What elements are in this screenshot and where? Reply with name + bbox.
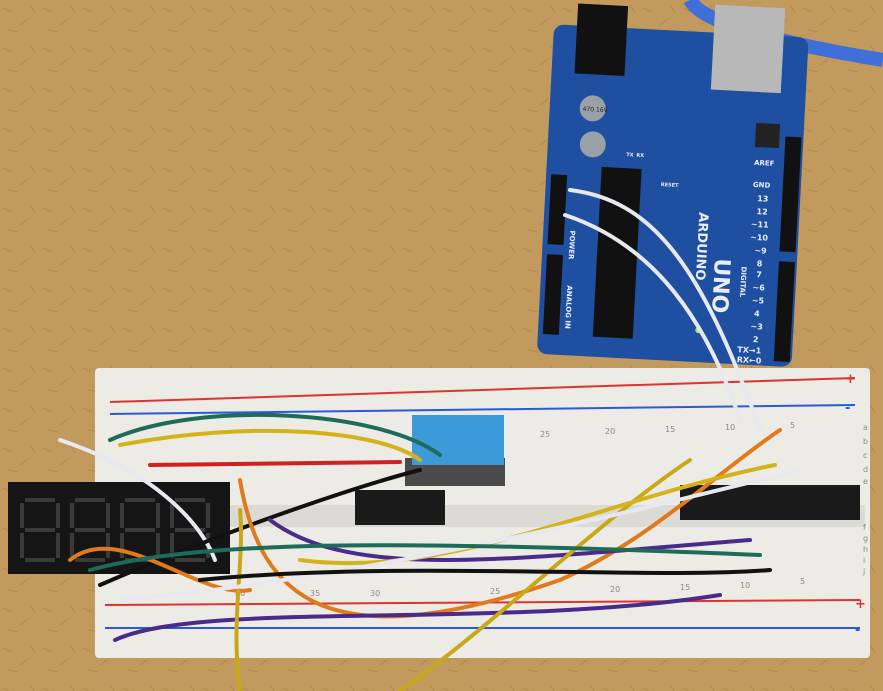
capacitor-label: 470 16V — [582, 106, 608, 114]
svg-text:8: 8 — [757, 259, 763, 268]
svg-text:35: 35 — [310, 589, 320, 598]
power-jack — [574, 3, 629, 76]
power-header — [547, 174, 568, 246]
svg-text:b: b — [863, 437, 868, 446]
pin-labels: 13 12 ~11 ~10 ~9 8 7 ~6 ~5 4 ~3 2 TX→1 R… — [737, 194, 770, 365]
brand-label: ARDUINO — [692, 212, 711, 281]
analog-label: ANALOG IN — [563, 285, 573, 329]
svg-text:~9: ~9 — [754, 246, 767, 256]
svg-text:TX→1: TX→1 — [737, 345, 762, 355]
orange-wire — [238, 428, 782, 619]
chip-small — [355, 490, 445, 525]
yellow-wire — [234, 508, 244, 691]
svg-text:~5: ~5 — [752, 296, 765, 306]
usb-connector — [710, 4, 786, 94]
digital-header-low — [773, 261, 795, 363]
seven-segment-display — [8, 482, 230, 574]
dht-sensor — [412, 415, 504, 465]
svg-text:c: c — [863, 451, 867, 460]
top-positive-rail-line — [109, 377, 856, 403]
arduino-uno-board: 470 16V POWER ANALOG IN ARDUINO UNO DIGI… — [537, 3, 809, 367]
svg-text:5: 5 — [790, 421, 795, 430]
orange-wire — [68, 546, 252, 593]
power-label: POWER — [567, 230, 577, 260]
svg-text:~10: ~10 — [750, 233, 769, 243]
svg-text:13: 13 — [757, 194, 769, 204]
svg-text:~3: ~3 — [750, 322, 763, 332]
svg-text:~6: ~6 — [752, 283, 765, 293]
svg-text:25: 25 — [540, 430, 550, 439]
ic-chip — [680, 485, 860, 520]
capacitor — [579, 95, 606, 122]
svg-text:15: 15 — [680, 583, 690, 592]
top-negative-rail-line — [109, 404, 856, 415]
svg-text:RX←0: RX←0 — [737, 355, 762, 365]
green-wire — [108, 412, 442, 457]
svg-text:20: 20 — [610, 585, 620, 594]
model-label: UNO — [706, 258, 734, 314]
yellow-wire — [118, 428, 422, 462]
black-wire — [98, 468, 422, 587]
plus-label: + — [855, 597, 866, 612]
svg-text:30: 30 — [370, 589, 380, 598]
tx-label: TX — [626, 152, 634, 158]
digital-label: DIGITAL — [738, 266, 748, 298]
rx-label: RX — [636, 153, 644, 159]
jumper-wires — [58, 188, 802, 691]
svg-text:7: 7 — [756, 270, 762, 279]
capacitor — [579, 131, 606, 158]
svg-text:2: 2 — [753, 335, 759, 344]
icsp-header — [754, 122, 781, 149]
svg-text:10: 10 — [740, 581, 750, 590]
svg-text:f: f — [863, 523, 866, 532]
plus-label: + — [845, 372, 856, 387]
svg-text:10: 10 — [725, 423, 735, 432]
svg-text:j: j — [862, 567, 865, 576]
white-wire — [563, 213, 742, 422]
purple-wire — [113, 593, 722, 642]
minus-label: - — [845, 401, 850, 416]
minus-label: - — [855, 623, 860, 638]
white-wire — [568, 188, 762, 432]
aref-label: AREF — [754, 159, 775, 168]
green-wire — [88, 543, 762, 572]
red-wire — [148, 460, 402, 467]
svg-text:h: h — [863, 545, 868, 554]
svg-text:5: 5 — [800, 577, 805, 586]
black-wire — [198, 568, 772, 582]
svg-text:15: 15 — [665, 425, 675, 434]
svg-text:12: 12 — [756, 207, 768, 217]
svg-text:20: 20 — [605, 427, 615, 436]
svg-text:25: 25 — [490, 587, 500, 596]
svg-text:d: d — [863, 465, 868, 474]
white-wire — [58, 438, 217, 562]
svg-text:g: g — [863, 534, 868, 543]
reset-label: RESET — [661, 182, 680, 189]
gnd-label: GND — [753, 181, 771, 190]
svg-text:4: 4 — [754, 309, 760, 318]
svg-text:~11: ~11 — [751, 220, 770, 230]
analog-header — [542, 254, 563, 335]
purple-wire — [268, 518, 752, 562]
svg-text:i: i — [863, 556, 865, 565]
digital-header-high — [779, 136, 802, 253]
svg-text:a: a — [863, 423, 868, 432]
svg-text:e: e — [863, 477, 868, 486]
